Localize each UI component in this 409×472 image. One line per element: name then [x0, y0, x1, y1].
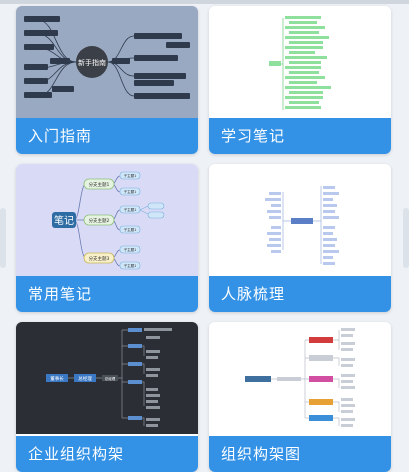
- branch-label: 分支主题1: [89, 181, 110, 188]
- leaf-label: 子主题1: [124, 247, 137, 252]
- template-thumbnail: [209, 164, 391, 276]
- template-card-contacts[interactable]: 人脉梳理: [209, 164, 391, 312]
- template-card-enterprise-structure[interactable]: 董事长 总经理 总经理: [16, 322, 198, 472]
- template-label: 企业组织构架: [16, 436, 198, 472]
- template-label: 学习笔记: [209, 118, 391, 154]
- template-label: 人脉梳理: [209, 276, 391, 312]
- template-thumbnail: 董事长 总经理 总经理: [16, 322, 198, 434]
- leaf-label: 子主题1: [124, 173, 137, 178]
- mindmap-center-text: 新手指南: [78, 58, 106, 67]
- org-node-label: 总经理: [78, 375, 92, 382]
- branch-label: 分支主题3: [89, 255, 110, 262]
- branch-label: 分支主题2: [89, 217, 110, 224]
- top-edge: [0, 0, 409, 4]
- leaf-label: 子主题1: [124, 227, 137, 232]
- leaf-label: 子主题1: [124, 263, 137, 268]
- leaf-label: 子主题1: [124, 189, 137, 194]
- template-card-common-notes[interactable]: 笔记 分支主题1 分支主题2 分支主题3 子主题1 子主题1 子主题1 子主题1…: [16, 164, 198, 312]
- template-card-getting-started[interactable]: 新手指南 入门指南: [16, 6, 198, 154]
- template-label: 组织构架图: [209, 436, 391, 472]
- template-label: 入门指南: [16, 118, 198, 154]
- org-node-label: 董事长: [50, 375, 64, 382]
- template-card-study-notes[interactable]: 学习笔记: [209, 6, 391, 154]
- template-label: 常用笔记: [16, 276, 198, 312]
- org-node-label: 总经理: [105, 376, 116, 381]
- leaf-label: 子主题1: [124, 207, 137, 212]
- mindmap-center-text: 笔记: [54, 214, 74, 227]
- template-card-org-chart[interactable]: 组织构架图: [209, 322, 391, 472]
- right-edge-handle: [403, 208, 409, 268]
- template-thumbnail: [209, 6, 391, 118]
- template-thumbnail: 新手指南: [16, 6, 198, 118]
- template-thumbnail: 笔记 分支主题1 分支主题2 分支主题3 子主题1 子主题1 子主题1 子主题1…: [16, 164, 198, 276]
- left-edge-handle: [0, 208, 6, 268]
- template-thumbnail: [209, 322, 391, 434]
